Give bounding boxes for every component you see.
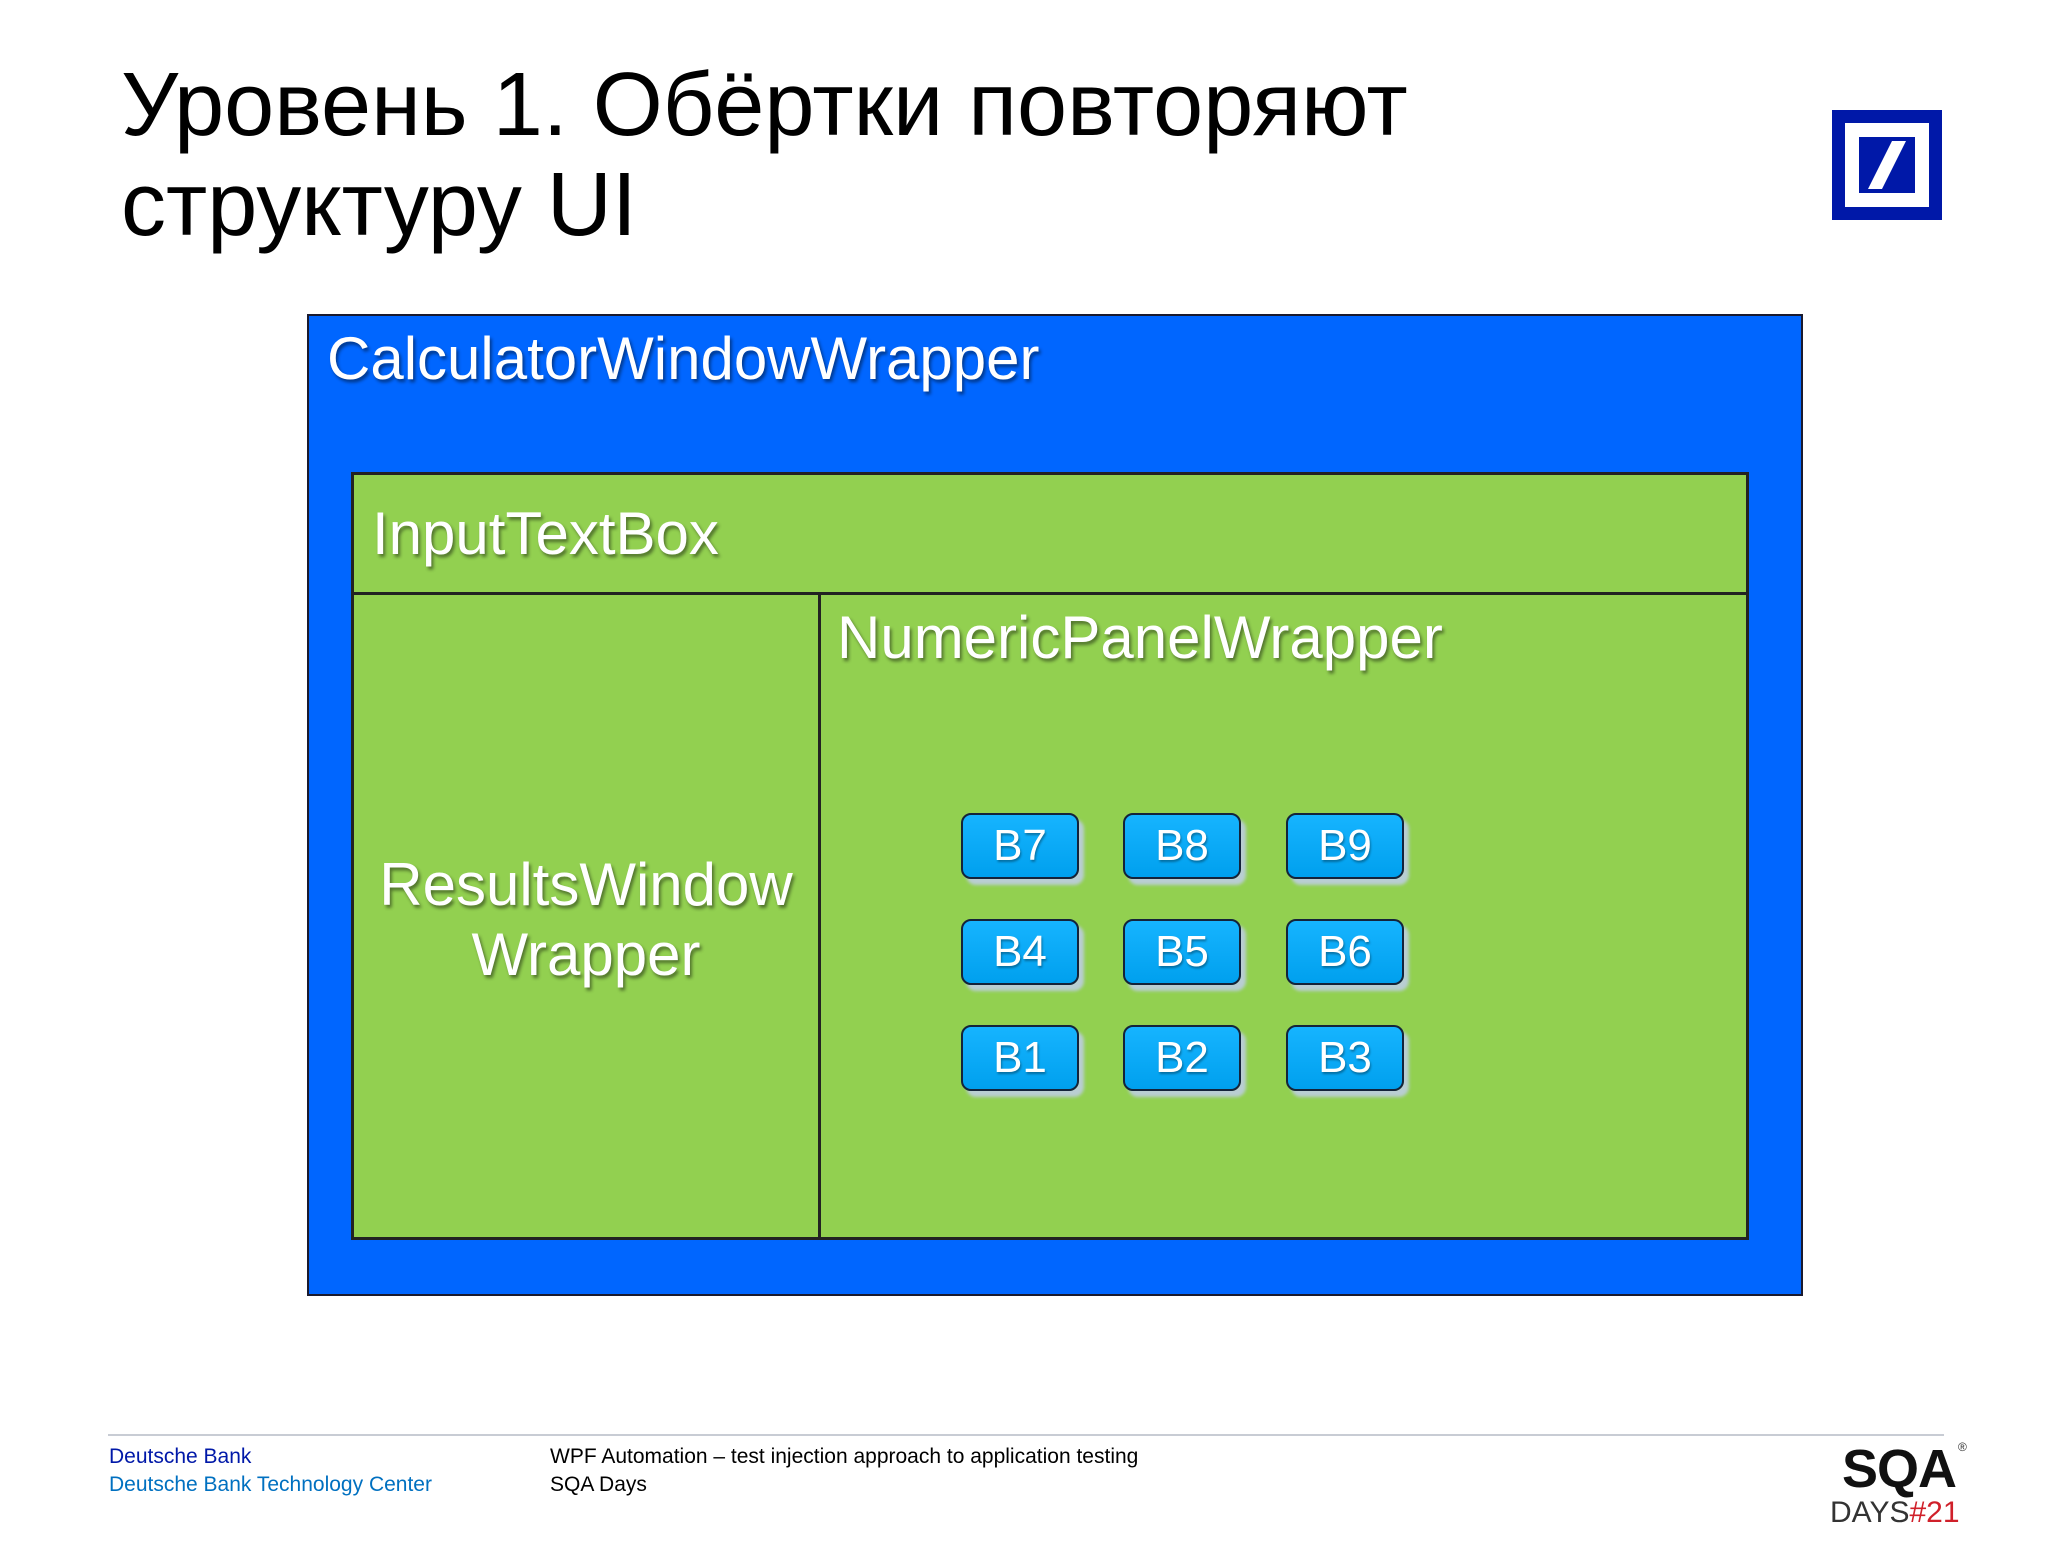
slide-title-line-2: структуру UI: [121, 155, 637, 255]
results-window-wrapper-label: ResultsWindow Wrapper: [354, 850, 818, 990]
input-text-box-label: InputTextBox: [372, 500, 719, 567]
button-b2: B2: [1123, 1025, 1241, 1091]
sqa-logo-registered-mark: ®: [1958, 1440, 1967, 1454]
sqa-logo-edition-number: #21: [1909, 1496, 1960, 1529]
sqa-logo-days-text: DAYS: [1830, 1496, 1910, 1529]
sqa-logo-text: SQA: [1842, 1439, 1957, 1499]
sqa-days-logo: SQA ® DAYS#21: [1828, 1440, 1978, 1532]
sqa-logo-days: DAYS#21: [1830, 1496, 1960, 1530]
footer-bank-name: Deutsche Bank: [109, 1445, 252, 1468]
numeric-panel-wrapper-label: NumericPanelWrapper: [837, 604, 1443, 671]
button-b1: B1: [961, 1025, 1079, 1091]
footer-organization: Deutsche Bank Deutsche Bank Technology C…: [109, 1443, 432, 1499]
footer-technology-center: Deutsche Bank Technology Center: [109, 1473, 432, 1496]
button-b3: B3: [1286, 1025, 1404, 1091]
button-b8: B8: [1123, 813, 1241, 879]
button-b5: B5: [1123, 919, 1241, 985]
results-window-wrapper: ResultsWindow Wrapper: [351, 592, 821, 1240]
button-b9: B9: [1286, 813, 1404, 879]
button-b7: B7: [961, 813, 1079, 879]
deutsche-bank-logo: [1832, 110, 1942, 220]
results-window-wrapper-label-line-2: Wrapper: [471, 921, 701, 988]
numeric-panel-wrapper: NumericPanelWrapper B7 B8 B9 B4 B5 B6 B1…: [818, 592, 1749, 1240]
input-text-box: InputTextBox: [351, 472, 1749, 595]
footer-event-name: SQA Days: [550, 1473, 647, 1496]
calculator-window-wrapper-label: CalculatorWindowWrapper: [327, 325, 1040, 392]
footer-presentation-info: WPF Automation – test injection approach…: [550, 1443, 1138, 1499]
button-b4: B4: [961, 919, 1079, 985]
button-b6: B6: [1286, 919, 1404, 985]
slide-title-line-1: Уровень 1. Обёртки повторяют: [121, 55, 1408, 155]
deutsche-bank-slash-icon: [1845, 123, 1929, 207]
footer-divider: [108, 1434, 1944, 1436]
calculator-window-wrapper: CalculatorWindowWrapper InputTextBox Res…: [307, 314, 1803, 1296]
slide-title: Уровень 1. Обёртки повторяют структуру U…: [121, 55, 1621, 255]
results-window-wrapper-label-line-1: ResultsWindow: [379, 851, 793, 918]
footer-talk-title: WPF Automation – test injection approach…: [550, 1445, 1139, 1468]
